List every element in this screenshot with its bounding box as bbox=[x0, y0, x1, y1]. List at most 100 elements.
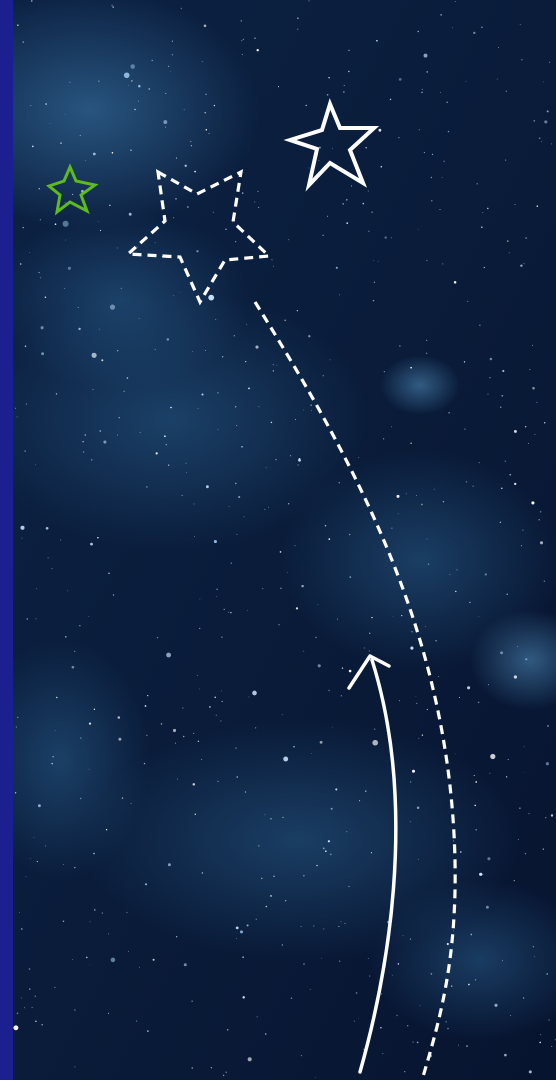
background-star bbox=[94, 909, 96, 911]
background-star bbox=[275, 458, 277, 461]
background-star bbox=[257, 190, 259, 192]
background-star bbox=[16, 1012, 19, 1015]
background-star bbox=[186, 472, 188, 474]
background-star bbox=[321, 957, 323, 959]
background-star bbox=[143, 762, 146, 765]
background-star bbox=[214, 696, 217, 699]
background-star bbox=[33, 836, 35, 838]
background-star bbox=[449, 574, 451, 576]
background-star bbox=[79, 134, 81, 137]
background-star bbox=[423, 53, 428, 58]
background-star bbox=[546, 973, 549, 975]
background-star bbox=[323, 928, 325, 930]
background-star bbox=[44, 296, 47, 299]
background-star bbox=[533, 120, 536, 122]
background-star bbox=[497, 46, 500, 49]
background-star bbox=[144, 883, 148, 886]
background-star bbox=[447, 1027, 449, 1030]
background-star bbox=[192, 783, 196, 786]
background-star bbox=[88, 722, 92, 725]
background-star bbox=[71, 959, 73, 961]
background-star bbox=[208, 132, 210, 135]
background-star bbox=[384, 236, 387, 239]
background-star bbox=[65, 239, 67, 241]
background-star bbox=[401, 614, 403, 617]
background-star bbox=[538, 519, 540, 521]
background-star bbox=[264, 1033, 267, 1035]
background-star bbox=[205, 349, 207, 351]
background-star bbox=[373, 260, 374, 261]
background-star bbox=[510, 1015, 511, 1016]
background-star bbox=[16, 416, 18, 418]
background-star bbox=[329, 853, 332, 856]
background-star bbox=[396, 494, 400, 498]
background-star bbox=[241, 192, 244, 194]
background-star bbox=[21, 928, 23, 930]
background-star bbox=[92, 388, 94, 390]
background-star bbox=[163, 120, 168, 125]
background-star bbox=[284, 899, 287, 902]
background-star bbox=[410, 646, 414, 650]
background-star bbox=[448, 412, 450, 414]
background-star bbox=[206, 485, 209, 489]
background-star bbox=[458, 1044, 460, 1046]
background-star bbox=[311, 753, 312, 754]
background-star bbox=[431, 200, 433, 202]
background-star bbox=[45, 845, 47, 847]
background-star bbox=[297, 464, 299, 466]
background-star bbox=[98, 328, 100, 330]
background-star bbox=[545, 762, 549, 766]
background-star bbox=[421, 88, 423, 90]
background-star bbox=[203, 24, 207, 28]
background-star bbox=[380, 993, 383, 995]
background-star bbox=[22, 41, 25, 43]
background-star bbox=[246, 609, 248, 611]
background-star bbox=[308, 167, 310, 169]
background-star bbox=[154, 348, 156, 350]
background-star bbox=[63, 864, 64, 865]
background-star bbox=[146, 486, 148, 488]
background-star bbox=[51, 568, 53, 570]
background-star bbox=[222, 356, 224, 358]
background-star bbox=[171, 40, 173, 42]
background-star bbox=[398, 700, 400, 702]
background-star bbox=[182, 735, 185, 738]
background-star bbox=[453, 281, 457, 284]
background-star bbox=[281, 714, 283, 716]
background-star bbox=[131, 80, 133, 82]
background-star bbox=[272, 370, 275, 372]
background-star bbox=[14, 407, 16, 409]
background-star bbox=[349, 576, 352, 578]
background-star bbox=[362, 202, 365, 205]
background-star bbox=[504, 460, 506, 462]
background-star bbox=[196, 675, 198, 676]
background-star bbox=[74, 650, 76, 652]
background-star bbox=[79, 737, 82, 739]
star-outline-small-green-icon bbox=[45, 163, 99, 216]
background-star bbox=[223, 1074, 225, 1076]
background-star bbox=[372, 299, 375, 302]
background-star bbox=[89, 964, 91, 966]
background-star bbox=[540, 1034, 542, 1036]
background-star bbox=[117, 434, 118, 436]
background-star bbox=[301, 584, 304, 588]
background-star bbox=[127, 950, 130, 952]
background-star bbox=[404, 1071, 406, 1073]
background-star bbox=[454, 753, 456, 755]
background-star bbox=[426, 259, 428, 261]
background-star bbox=[101, 912, 103, 914]
background-star bbox=[363, 647, 365, 649]
background-star bbox=[550, 143, 552, 145]
background-star bbox=[483, 266, 485, 269]
background-star bbox=[17, 716, 19, 719]
background-star bbox=[424, 625, 426, 627]
background-star bbox=[303, 963, 305, 965]
background-star bbox=[74, 1009, 76, 1011]
background-star bbox=[271, 259, 273, 261]
background-star bbox=[236, 533, 238, 535]
background-star bbox=[172, 728, 177, 733]
background-star bbox=[246, 323, 248, 325]
background-star bbox=[79, 797, 82, 800]
background-star bbox=[367, 190, 369, 192]
background-star bbox=[473, 775, 475, 777]
